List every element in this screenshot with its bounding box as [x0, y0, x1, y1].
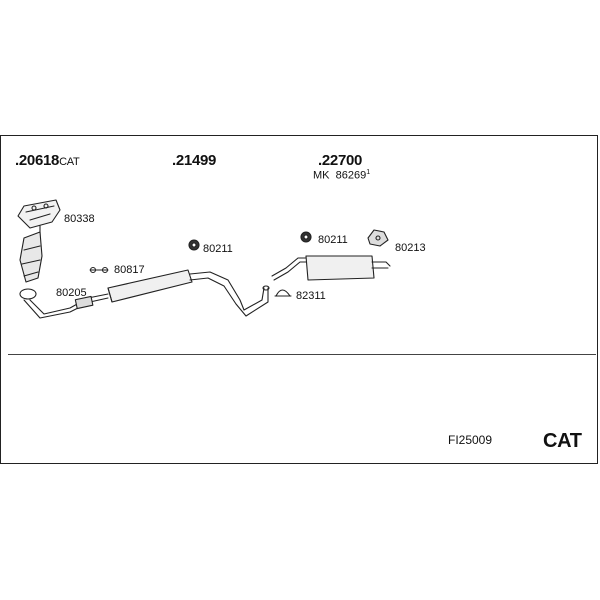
front-pipe[interactable]	[23, 293, 109, 319]
group-1-suffix: CAT	[59, 156, 80, 168]
rubber-mount-80211b[interactable]	[300, 231, 312, 243]
diagram-divider	[8, 354, 596, 355]
part-label-80213[interactable]: 80213	[395, 242, 426, 254]
rear-silencer[interactable]	[271, 255, 391, 281]
group-3-sub-mark: 1	[366, 169, 371, 176]
diagram-code: FI25009	[448, 433, 493, 447]
system-type-label: CAT	[543, 430, 582, 452]
part-label-80817[interactable]: 80817	[114, 264, 145, 276]
diagram-frame	[0, 135, 598, 464]
rubber-bracket[interactable]	[367, 229, 389, 247]
group-2-part-number: .21499	[172, 152, 217, 169]
group-1-part-number: .20618	[15, 152, 60, 169]
group-3-part-number: .22700	[318, 152, 363, 169]
group-number-2[interactable]: .21499	[172, 152, 216, 169]
group-number-1[interactable]: .20618CAT	[15, 152, 80, 169]
group-number-3[interactable]: .22700	[318, 152, 362, 169]
pipe-clamp[interactable]	[274, 289, 292, 297]
part-label-80211b[interactable]: 80211	[318, 234, 348, 246]
part-label-80338[interactable]: 80338	[64, 213, 95, 225]
part-label-82311[interactable]: 82311	[296, 290, 326, 302]
part-label-80205[interactable]: 80205	[56, 287, 87, 299]
group-3-sub-label: MK 862691	[313, 167, 370, 182]
middle-silencer[interactable]	[107, 269, 270, 317]
rubber-mount-80211a[interactable]	[188, 239, 200, 251]
part-label-80211a[interactable]: 80211	[203, 243, 233, 255]
catalytic-converter[interactable]	[19, 231, 43, 283]
bolt-set[interactable]	[89, 266, 109, 274]
group-3-sub-number: 86269	[335, 169, 367, 182]
flange-gasket[interactable]	[19, 288, 37, 300]
group-3-sub-prefix: MK	[313, 169, 330, 182]
